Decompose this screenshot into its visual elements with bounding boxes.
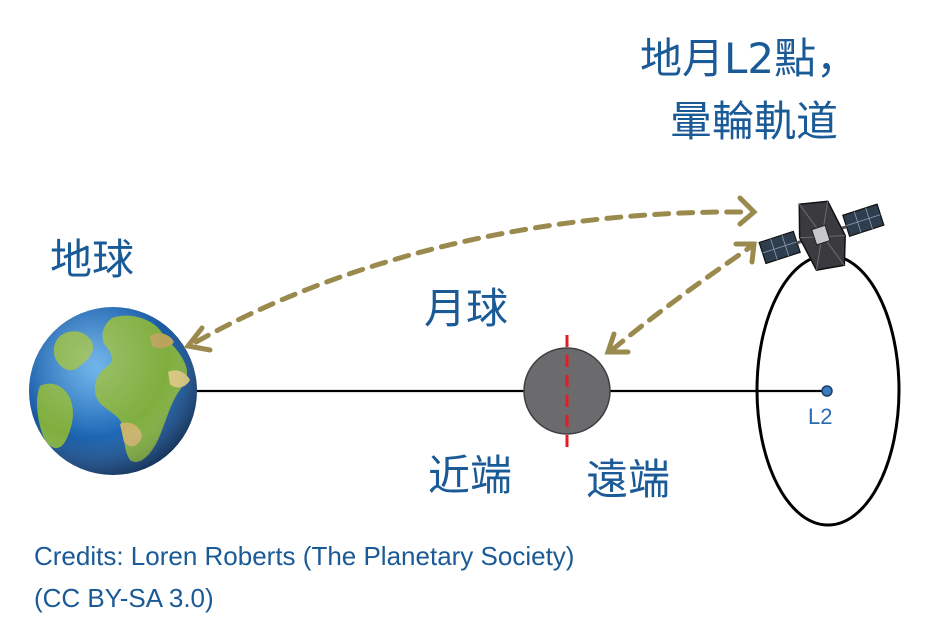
credits-line2: (CC BY-SA 3.0) (34, 583, 214, 613)
earth-globe (29, 307, 197, 475)
diagram-title-line2: 暈輪軌道 (670, 97, 839, 146)
l2-label: L2 (808, 404, 833, 429)
moon-spacecraft-arrow (604, 241, 757, 355)
moon-label: 月球 (424, 284, 509, 333)
near-side-label: 近端 (428, 451, 513, 500)
diagram-title-line1: 地月L2點， (640, 34, 859, 83)
earth-spacecraft-arrow (183, 195, 758, 353)
credits-line1: Credits: Loren Roberts (The Planetary So… (34, 541, 575, 571)
moon-disc (523, 347, 611, 435)
l2-point-dot (821, 385, 833, 397)
earth-label: 地球 (50, 235, 135, 284)
spacecraft-icon (758, 200, 885, 271)
far-side-label: 遠端 (586, 455, 671, 504)
